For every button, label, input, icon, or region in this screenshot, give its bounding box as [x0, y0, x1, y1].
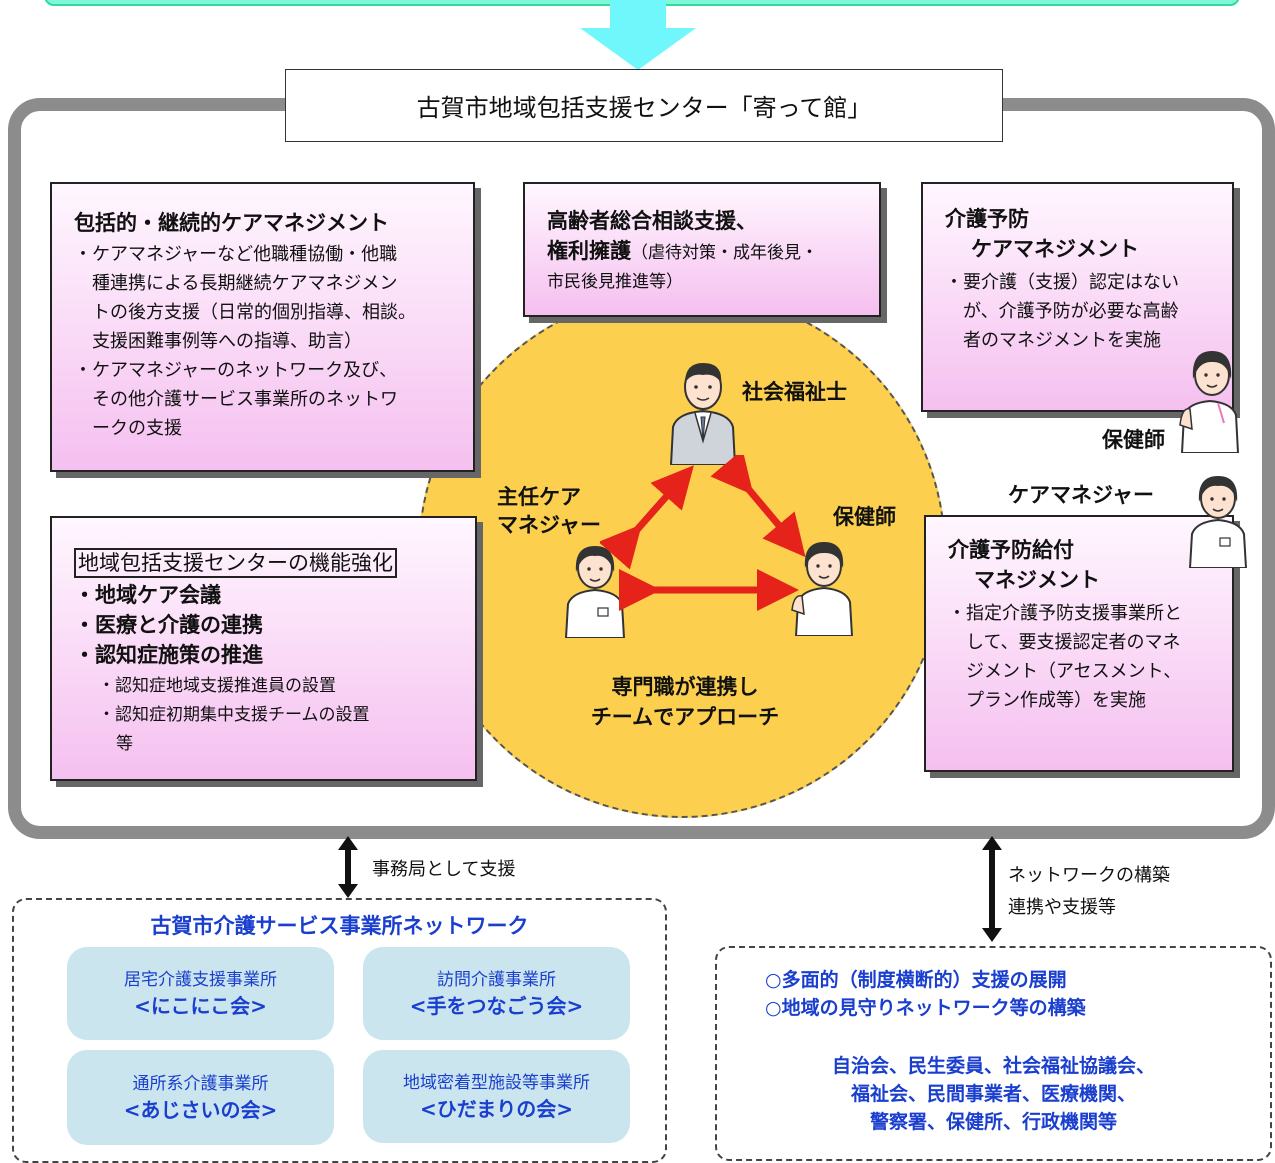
network-line: ○地域の見守りネットワーク等の構築 [765, 997, 1086, 1019]
network-line: ○多面的（制度横断的）支援の展開 [765, 969, 1067, 991]
role-care-manager: ケアマネジャー [1008, 483, 1154, 507]
text-line: して、要支援認定者のマネ [966, 632, 1181, 653]
box-title-2: ケアマネジメント [971, 237, 1139, 261]
box-consultation: 高齢者総合相談支援、 権利擁護（虐待対策・成年後見・ 市民後見推進等） [523, 182, 881, 317]
box-note-2: 市民後見推進等） [547, 272, 683, 292]
box-title: 地域包括支援センターの機能強化 [74, 548, 397, 578]
link-right-line: 連携や支援等 [1008, 897, 1116, 918]
role-chief-care-manager: 主任ケア マネジャー [497, 483, 601, 539]
role-line: 主任ケア [497, 485, 581, 509]
text-line: ・ケアマネジャーのネットワーク及び、 [74, 360, 398, 381]
caption-line: チームでアプローチ [590, 705, 780, 729]
link-left-label: 事務局として支援 [372, 859, 516, 880]
text-line: ・医療と介護の連携 [74, 613, 263, 637]
org-group: <にこにこ会> [134, 993, 267, 1018]
box-title: 介護予防 [945, 207, 1029, 231]
box-title-2: 権利擁護 [547, 239, 631, 263]
text-line: 種連携による長期継続ケアマネジメン [92, 273, 398, 294]
text-line: ・指定介護予防支援事業所と [948, 603, 1182, 624]
text-line: トの後方支援（日常的個別指導、相談。 [92, 302, 416, 323]
org-name: 通所系介護事業所 [132, 1073, 269, 1094]
org-card: 居宅介護支援事業所 <にこにこ会> [67, 947, 334, 1040]
social-worker-icon [669, 363, 737, 465]
org-name: 訪問介護事業所 [437, 969, 556, 990]
circle-caption: 専門職が連携し チームでアプローチ [560, 672, 810, 732]
org-name: 地域密着型施設等事業所 [403, 1072, 590, 1093]
text-line: 者のマネジメントを実施 [963, 330, 1161, 351]
network-right-lines: ○多面的（制度横断的）支援の展開 ○地域の見守りネットワーク等の構築 [765, 966, 1086, 1022]
text-line: ・認知症施策の推進 [74, 643, 263, 667]
left-double-arrow [338, 836, 358, 898]
box-title-2: マネジメント [974, 568, 1100, 592]
team-arrows [600, 455, 806, 611]
center-title: 古賀市地域包括支援センター「寄って館」 [285, 69, 1003, 142]
chief-care-manager-icon [564, 546, 626, 638]
org-group: <あじさいの会> [123, 1097, 278, 1122]
link-right-label: ネットワークの構築 連携や支援等 [1008, 860, 1170, 924]
box-title: 介護予防給付 [948, 538, 1074, 562]
org-name: 居宅介護支援事業所 [124, 969, 277, 990]
box-note: （虐待対策・成年後見・ [631, 243, 818, 263]
box-title: 高齢者総合相談支援、 [547, 209, 757, 233]
role-line: マネジャー [497, 513, 601, 537]
org-group: <手をつなごう会> [409, 993, 584, 1018]
right-double-arrow [982, 836, 1002, 942]
down-arrow [580, 0, 696, 70]
nurse-right-icon [1179, 351, 1240, 453]
role-social-worker: 社会福祉士 [742, 380, 847, 404]
care-manager-icon [1188, 476, 1248, 568]
text-line: ・認知症地域支援推進員の設置 [98, 676, 336, 696]
text-line: ・ケアマネジャーなど他職種協働・他職 [74, 244, 398, 265]
network-members: 自治会、民生委員、社会福祉協議会、 福祉会、民間事業者、医療機関、 警察署、保健… [715, 1052, 1272, 1136]
box-strengthening: 地域包括支援センターの機能強化 ・地域ケア会議 ・医療と介護の連携 ・認知症施策… [50, 516, 477, 781]
text-line: ークの支援 [92, 418, 182, 439]
network-left-title: 古賀市介護サービス事業所ネットワーク [150, 914, 529, 938]
member-line: 警察署、保健所、行政機関等 [869, 1111, 1117, 1133]
text-line: ・地域ケア会議 [74, 583, 221, 607]
text-line: が、介護予防が必要な高齢 [963, 301, 1179, 322]
box-comprehensive-cm: 包括的・継続的ケアマネジメント ・ケアマネジャーなど他職種協働・他職 種連携によ… [50, 182, 475, 472]
org-card: 訪問介護事業所 <手をつなごう会> [363, 947, 630, 1040]
text-line: その他介護サービス事業所のネットワ [92, 389, 398, 410]
text-line: ジメント（アセスメント、 [966, 661, 1182, 682]
nurse-icon [791, 542, 854, 636]
box-prevention-cm: 介護予防 ケアマネジメント ・要介護（支援）認定はない が、介護予防が必要な高齢… [921, 182, 1234, 412]
org-card: 通所系介護事業所 <あじさいの会> [67, 1050, 334, 1145]
member-line: 自治会、民生委員、社会福祉協議会、 [831, 1055, 1155, 1077]
box-benefit-cm: 介護予防給付 マネジメント ・指定介護予防支援事業所と して、要支援認定者のマネ… [924, 515, 1234, 772]
text-line: ・認知症初期集中支援チームの設置 [98, 705, 370, 725]
link-right-line: ネットワークの構築 [1008, 865, 1170, 886]
member-line: 福祉会、民間事業者、医療機関、 [850, 1083, 1136, 1105]
role-nurse: 保健師 [833, 505, 896, 529]
text-line: 等 [116, 734, 133, 754]
text-line: プラン作成等）を実施 [966, 690, 1146, 711]
org-group: <ひだまりの会> [419, 1096, 574, 1121]
box-title: 包括的・継続的ケアマネジメント [74, 211, 389, 235]
role-nurse-right: 保健師 [1102, 428, 1165, 452]
text-line: 支援困難事例等への指導、助言） [92, 331, 362, 352]
org-card: 地域密着型施設等事業所 <ひだまりの会> [363, 1050, 630, 1143]
caption-line: 専門職が連携し [611, 675, 759, 699]
text-line: ・要介護（支援）認定はない [945, 272, 1179, 293]
